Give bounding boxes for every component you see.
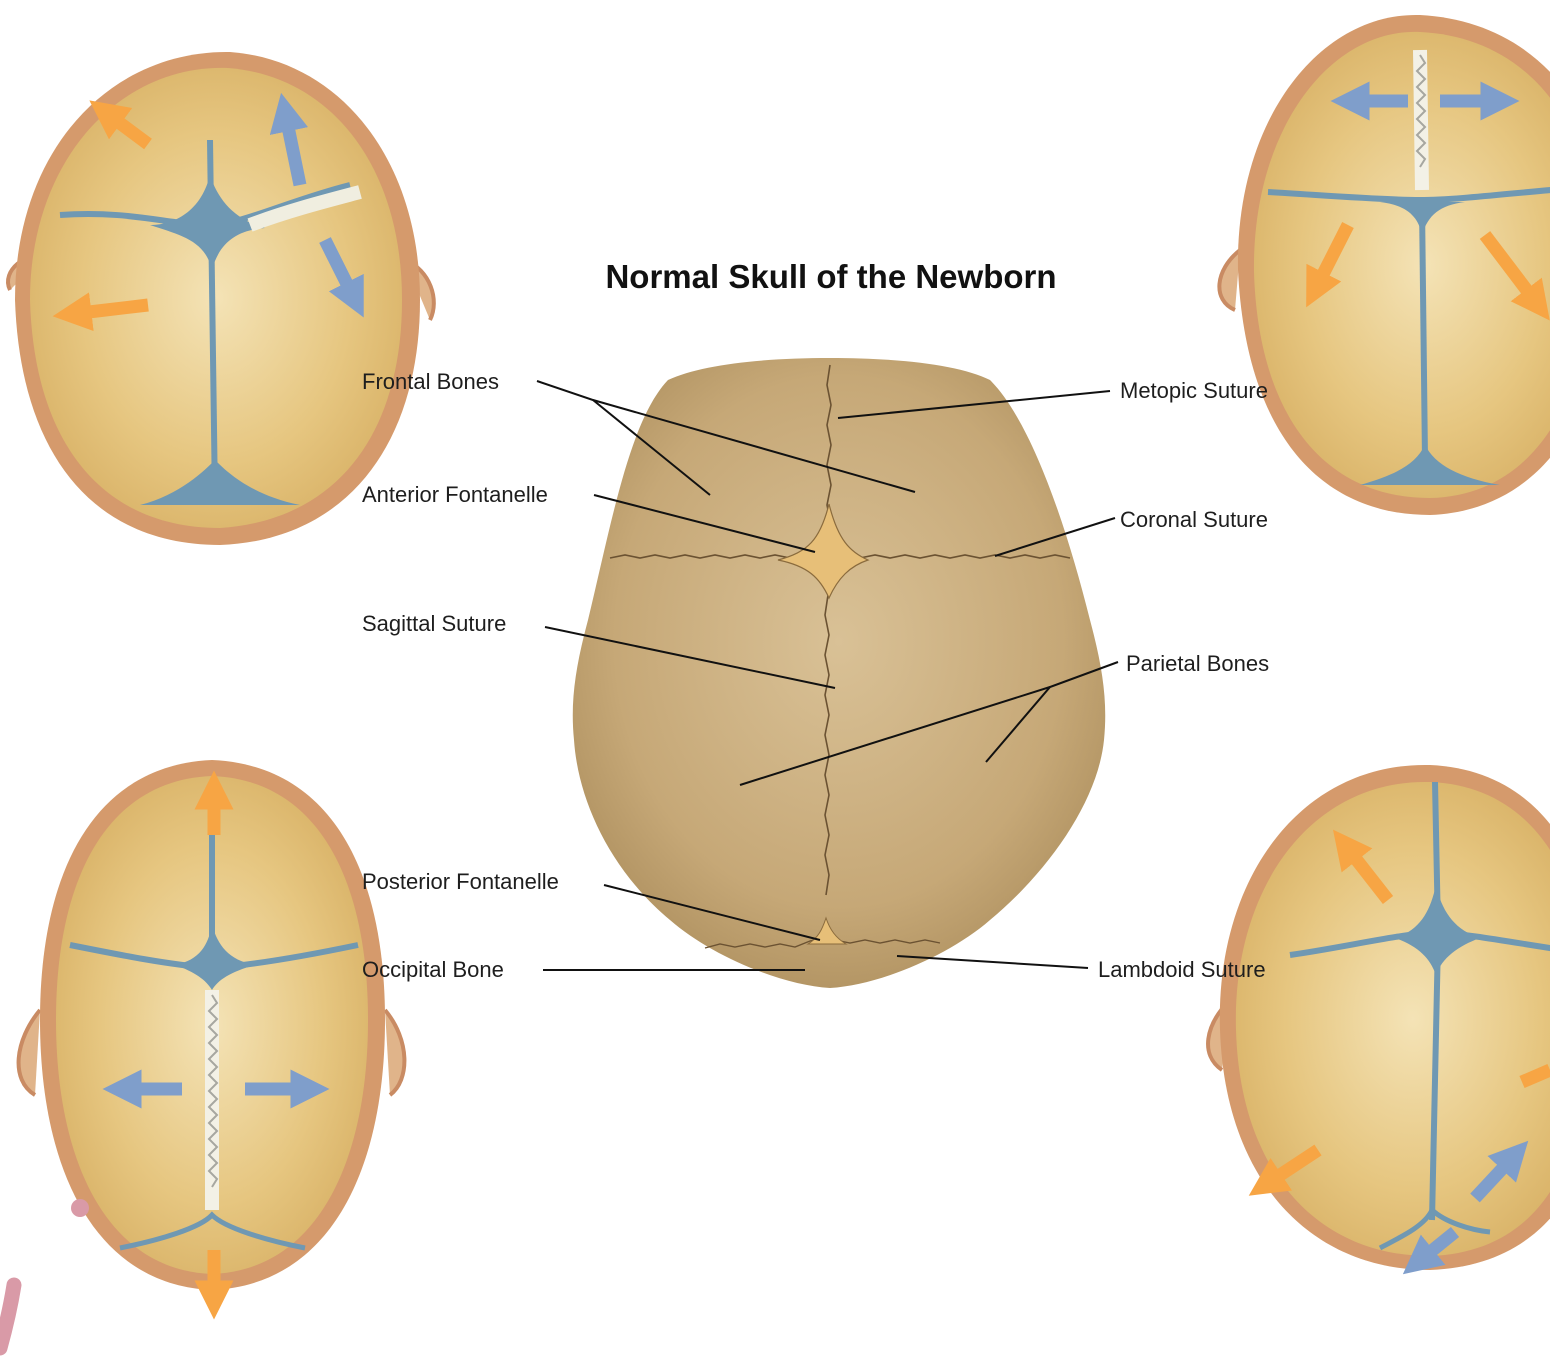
decorative-stroke — [0, 1285, 14, 1348]
diagram-title: Normal Skull of the Newborn — [0, 258, 1550, 296]
label-parietal-bones: Parietal Bones — [1126, 651, 1269, 677]
central-skull — [573, 358, 1105, 988]
label-anterior-fontanelle: Anterior Fontanelle — [362, 482, 548, 508]
label-posterior-fontanelle: Posterior Fontanelle — [362, 869, 559, 895]
label-coronal-suture: Coronal Suture — [1120, 507, 1268, 533]
label-frontal-bones: Frontal Bones — [362, 369, 499, 395]
skull-top-left — [8, 52, 434, 545]
skull-bottom-right — [1208, 765, 1550, 1270]
label-sagittal-suture: Sagittal Suture — [362, 611, 506, 637]
arrow-orange — [72, 305, 148, 314]
label-occipital-bone: Occipital Bone — [362, 957, 504, 983]
skull-bottom-left — [19, 760, 405, 1300]
label-lambdoid-suture: Lambdoid Suture — [1098, 957, 1266, 983]
label-metopic-suture: Metopic Suture — [1120, 378, 1268, 404]
decorative-dot — [71, 1199, 89, 1217]
